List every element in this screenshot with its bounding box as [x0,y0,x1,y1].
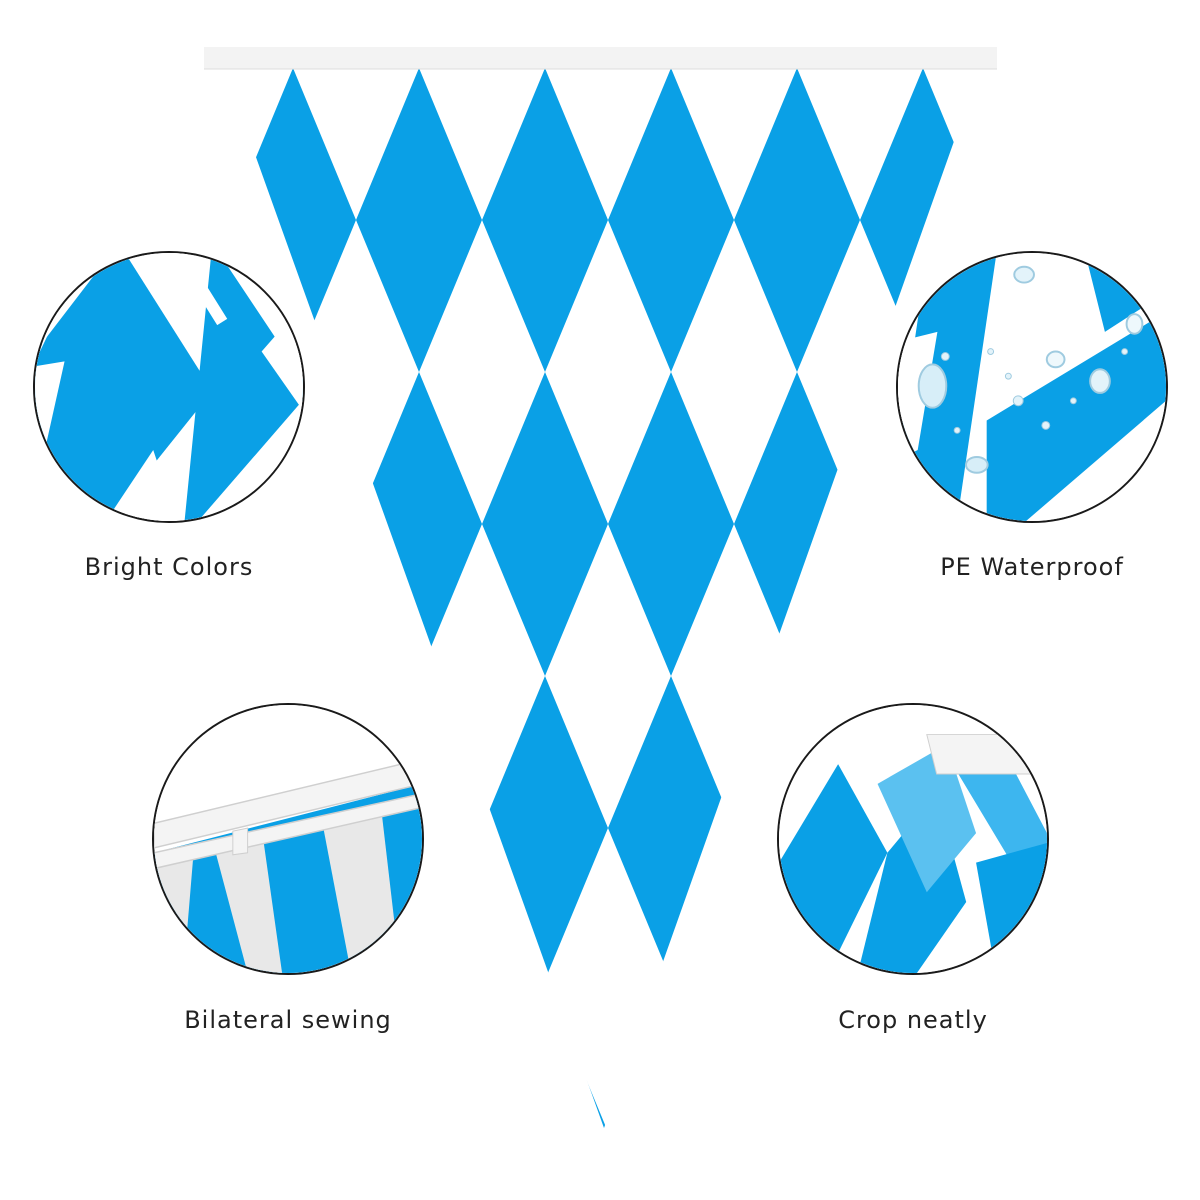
sewing-caption: Bilateral sewing [184,1006,392,1034]
waterproof-detail [896,251,1168,523]
top-rope [204,47,997,69]
bright-colors-detail [33,251,305,523]
sewing-detail [152,703,424,975]
bright-colors-caption: Bright Colors [84,553,254,581]
crop-caption: Crop neatly [838,1006,988,1034]
waterproof-caption: PE Waterproof [940,553,1124,581]
cut-edge-icon [779,705,1047,973]
water-droplets-icon [898,253,1166,521]
bright-colors-icon [35,253,303,521]
crop-detail [777,703,1049,975]
sewn-seam-icon [154,705,422,973]
